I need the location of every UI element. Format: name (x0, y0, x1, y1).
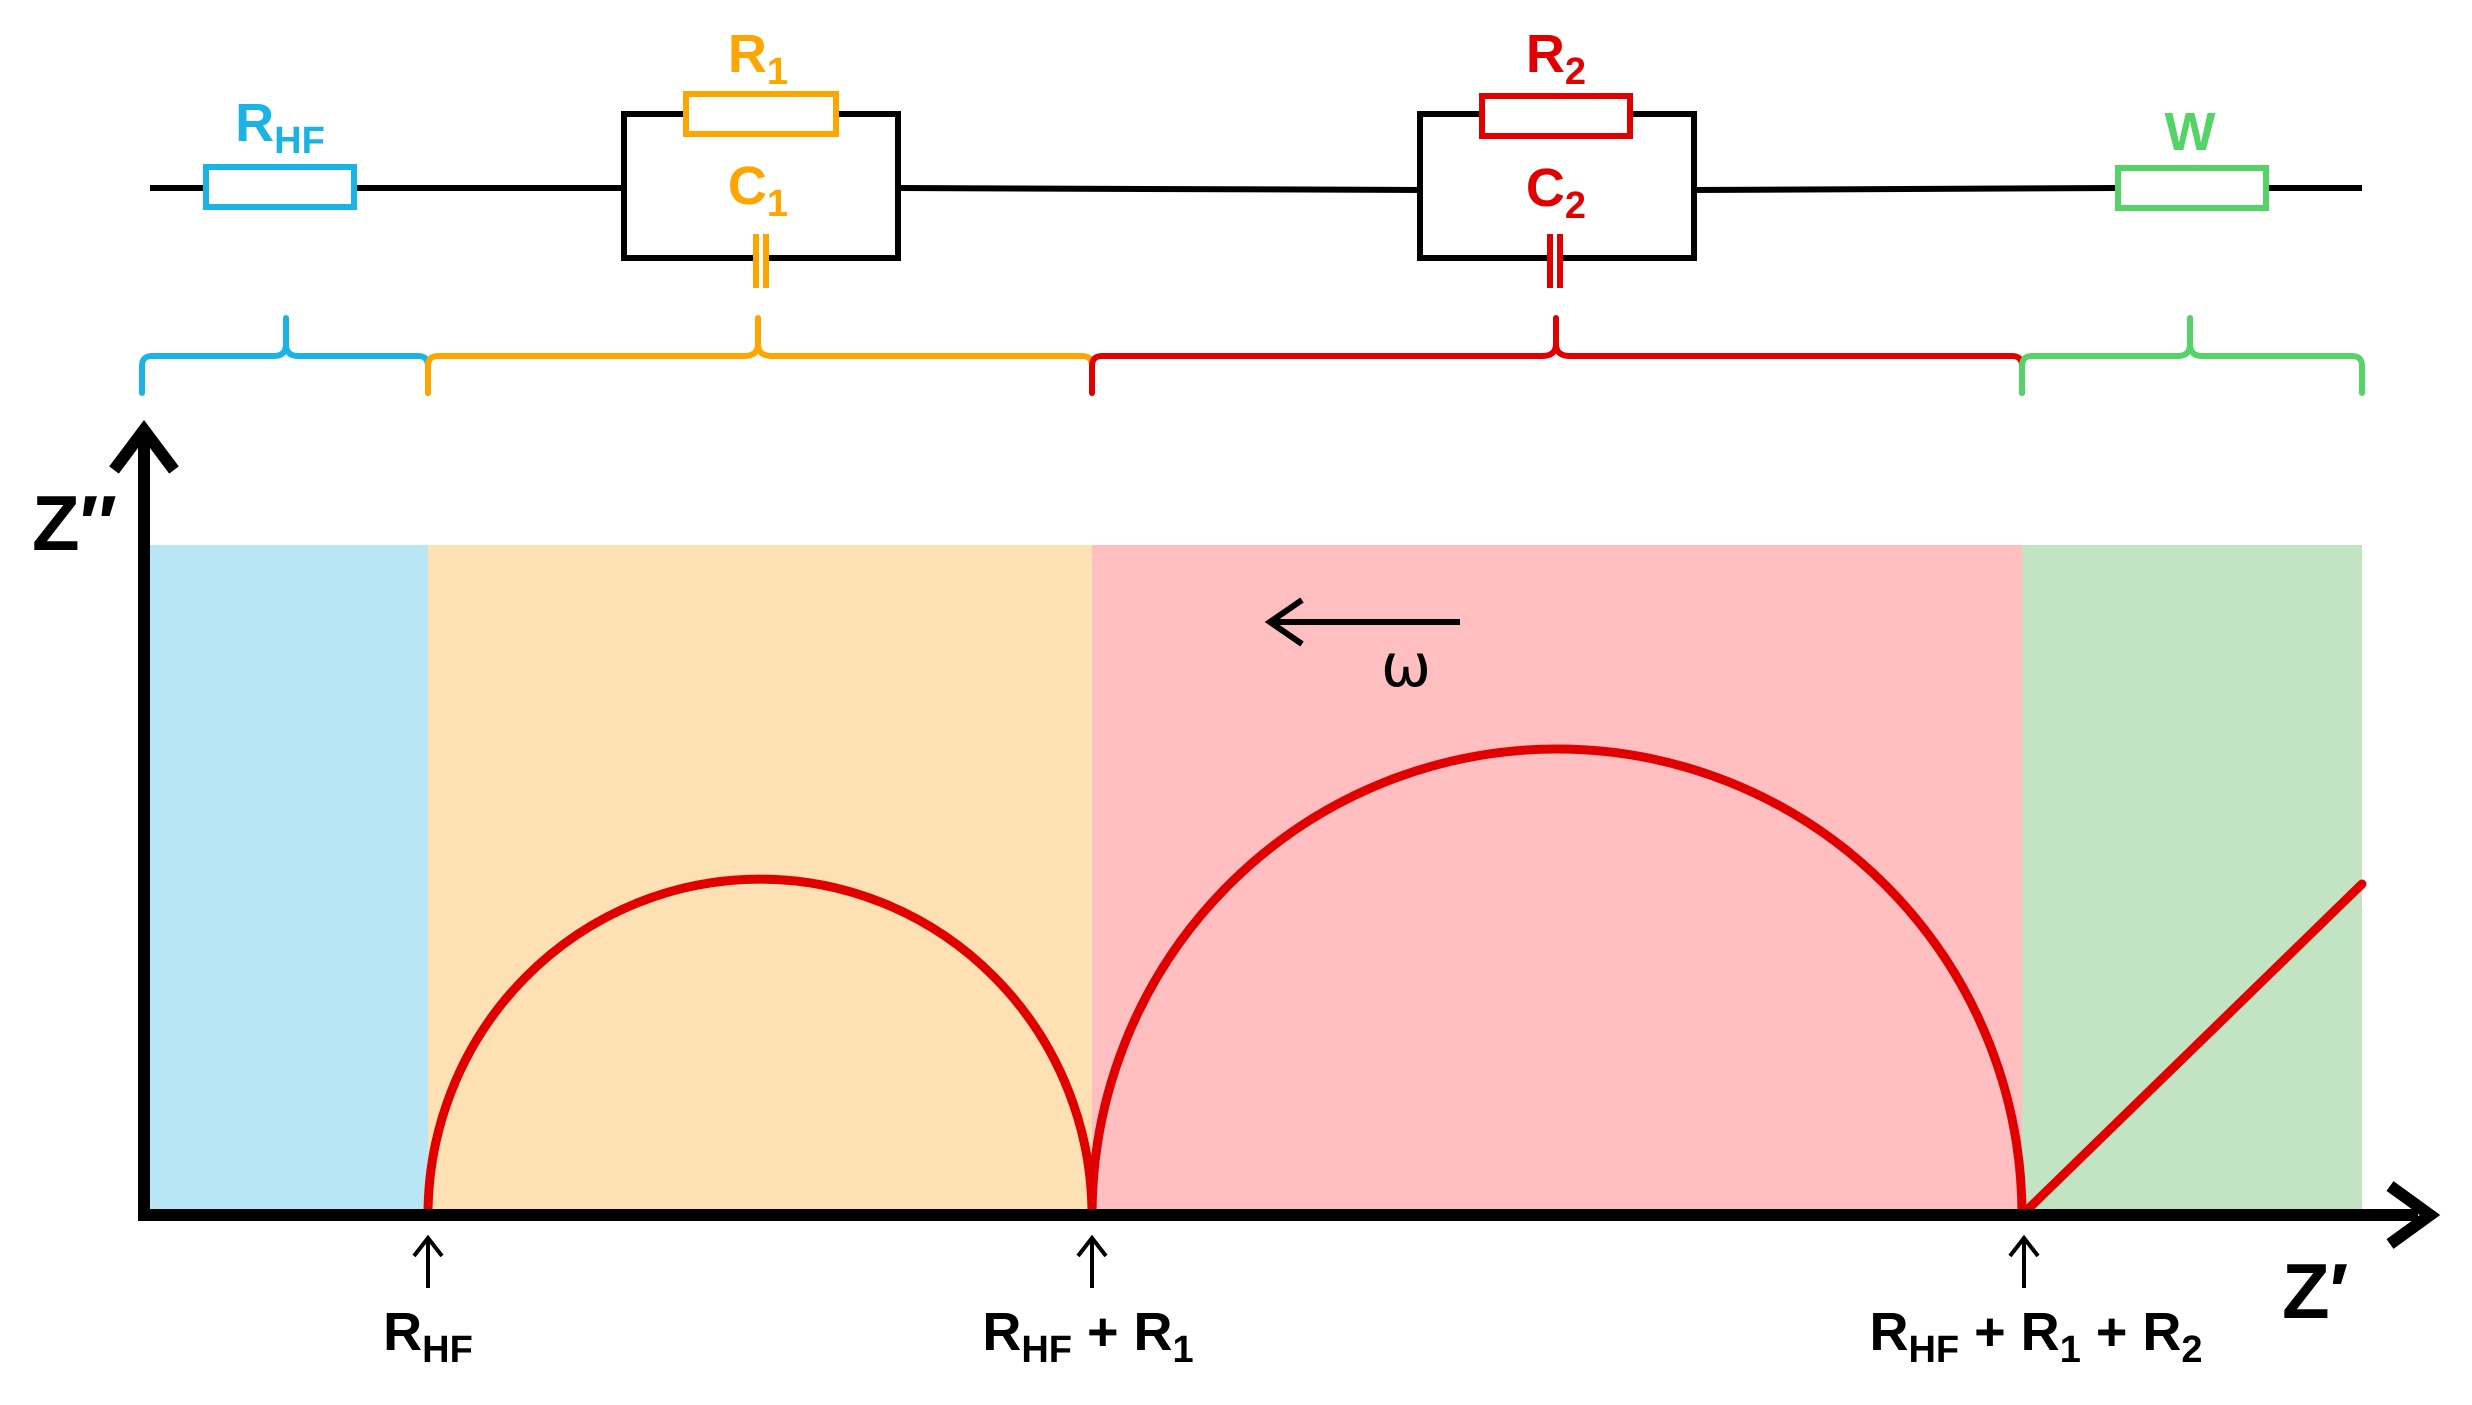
circuit-wires (150, 111, 2362, 261)
marker-rhf-r1-label: RHF + R1 (982, 1302, 1193, 1371)
arrow-icon (2386, 1181, 2441, 1249)
arrow-icon (412, 1234, 444, 1288)
r1-label: R1 (728, 24, 788, 93)
region-braces (139, 315, 2365, 396)
x-axis-label: Z′ (2282, 1247, 2348, 1335)
brace-rc2 (1089, 315, 2025, 396)
c1-label: C1 (728, 156, 788, 225)
marker-subscript: HF (1021, 1329, 1072, 1371)
brace-rhf (139, 315, 431, 396)
marker-text: + R (1072, 1302, 1173, 1362)
resistor-icon (203, 164, 357, 210)
warburg-element: W (2115, 102, 2269, 211)
marker-rhf-label: RHF (383, 1302, 473, 1371)
arrow-icon (2008, 1234, 2040, 1288)
brace-rc1 (425, 315, 1095, 396)
capacitor-icon (1547, 234, 1563, 288)
arrow-icon (1264, 597, 1304, 647)
arrow-icon (109, 420, 179, 474)
r2-label: R2 (1526, 24, 1586, 93)
brace-w (2019, 315, 2365, 396)
c1-capacitor: C1 (728, 156, 788, 288)
intercept-markers: RHF RHF + R1 RHF + R1 + R2 (383, 1234, 2203, 1371)
marker-subscript: 1 (1173, 1329, 1194, 1371)
warburg-icon (2115, 165, 2269, 211)
marker-subscript: 1 (2060, 1329, 2081, 1371)
marker-subscript: HF (1908, 1329, 1959, 1371)
marker-text: R (982, 1302, 1021, 1362)
r1-resistor: R1 (683, 24, 839, 137)
marker-text: R (383, 1302, 422, 1362)
r2-resistor: R2 (1479, 24, 1633, 139)
axes: Z″ Z′ (32, 420, 2441, 1335)
w-label: W (2165, 102, 2216, 162)
rhf-label: RHF (235, 93, 325, 162)
resistor-icon (683, 91, 839, 137)
semicircle-rc2 (1087, 744, 2027, 1220)
marker-text: R (1869, 1302, 1908, 1362)
y-axis-label: Z″ (32, 479, 117, 567)
marker-text: + R (1959, 1302, 2060, 1362)
equivalent-circuit: RHF R1 C1 R2 C2 (150, 24, 2362, 288)
marker-subscript: HF (422, 1329, 473, 1371)
region-rhf (150, 545, 428, 1215)
marker-subscript: 2 (2181, 1329, 2202, 1371)
capacitor-icon (753, 234, 769, 288)
warburg-line (2017, 879, 2367, 1220)
arrow-icon (1076, 1234, 1108, 1288)
omega-label: ω (1381, 631, 1431, 701)
nyquist-curve (423, 744, 2367, 1220)
c2-label: C2 (1526, 158, 1586, 227)
region-rc2 (1092, 545, 2022, 1215)
semicircle-rc1 (423, 874, 1097, 1220)
c2-capacitor: C2 (1526, 158, 1586, 288)
resistor-icon (1479, 93, 1633, 139)
marker-text: + R (2081, 1302, 2182, 1362)
frequency-arrow: ω (1264, 597, 1460, 701)
rhf-resistor: RHF (203, 93, 357, 210)
region-w (2022, 545, 2362, 1215)
marker-rhf-r1-r2-label: RHF + R1 + R2 (1869, 1302, 2202, 1371)
